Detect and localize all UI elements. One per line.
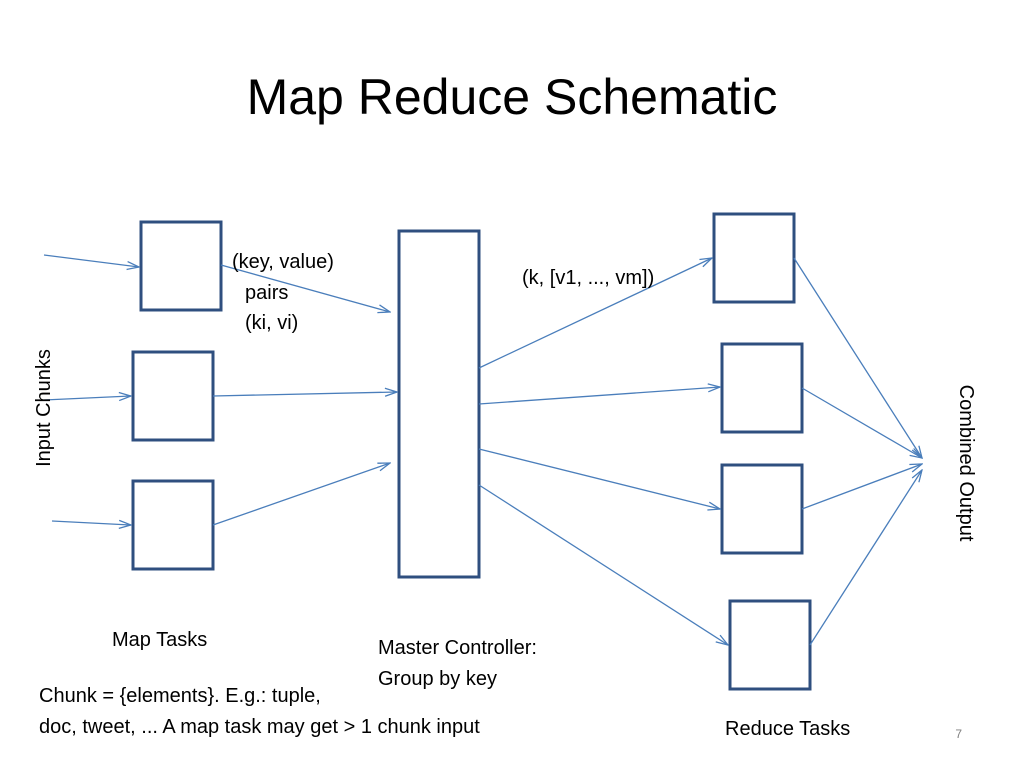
reduce-task-box-4 xyxy=(728,599,812,691)
input-arrow-3 xyxy=(51,521,131,525)
reduce-to-output-arrow-2 xyxy=(801,387,922,458)
key-value-label-line1: (key, value) xyxy=(232,251,334,273)
map-tasks-label: Map Tasks xyxy=(112,629,207,651)
page-number: 7 xyxy=(955,727,962,741)
master-controller-label-line1: Master Controller: xyxy=(378,637,537,659)
key-value-label-line3: (ki, vi) xyxy=(245,312,298,334)
chunk-note-line1: Chunk = {elements}. E.g.: tuple, xyxy=(39,685,321,707)
combined-output-label: Combined Output xyxy=(955,385,977,542)
input-chunks-label: Input Chunks xyxy=(33,349,55,467)
master-to-reduce-arrow-4 xyxy=(478,484,728,645)
reduce-task-box-3 xyxy=(720,463,804,555)
key-value-label-line2: pairs xyxy=(245,282,288,304)
map-to-master-arrow-2 xyxy=(212,392,397,396)
input-arrow-1 xyxy=(43,254,139,267)
master-to-reduce-arrow-3 xyxy=(478,448,720,509)
map-task-box-3 xyxy=(131,479,215,571)
map-to-master-arrow-1 xyxy=(220,264,390,312)
reduce-to-output-arrow-1 xyxy=(793,257,922,458)
chunk-note-line2: doc, tweet, ... A map task may get > 1 c… xyxy=(39,716,480,738)
reduce-to-output-arrow-4 xyxy=(809,470,922,646)
map-task-box-1 xyxy=(139,220,223,312)
grouped-pairs-label: (k, [v1, ..., vm]) xyxy=(522,267,654,289)
input-arrow-2 xyxy=(43,396,131,400)
reduce-task-box-2 xyxy=(720,342,804,434)
master-controller-label-line2: Group by key xyxy=(378,668,497,690)
map-to-master-arrow-3 xyxy=(212,463,390,526)
reduce-task-box-1 xyxy=(712,212,796,304)
master-to-reduce-arrow-2 xyxy=(478,387,720,405)
reduce-to-output-arrow-3 xyxy=(801,464,922,510)
master-controller-box xyxy=(397,229,481,579)
master-to-reduce-arrow-1 xyxy=(478,258,712,369)
reduce-tasks-label: Reduce Tasks xyxy=(725,718,850,740)
map-task-box-2 xyxy=(131,350,215,442)
slide-title: Map Reduce Schematic xyxy=(247,69,778,125)
